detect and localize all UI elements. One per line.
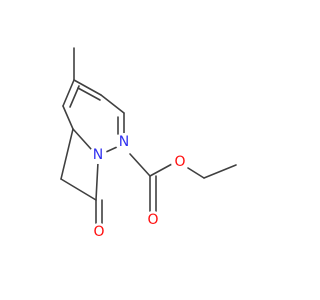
bonds xyxy=(60,47,237,225)
bond-n1-c8a xyxy=(72,128,92,150)
bond-c7-n1 xyxy=(95,161,99,201)
bond-ccarb-oester xyxy=(149,163,173,177)
atom-o-ester: O xyxy=(171,153,189,171)
bond-c3-c4 xyxy=(62,79,75,107)
bond-c4-c5-double xyxy=(77,87,101,101)
atom-n1-label: N xyxy=(93,147,103,163)
structure-diagram: N N O O O xyxy=(60,47,237,241)
bond-c8a-c8 xyxy=(60,128,74,180)
atom-o-carbonyl: O xyxy=(144,211,162,229)
atom-n2: N xyxy=(115,133,133,151)
bond-c3-c4-double xyxy=(69,85,80,108)
molecule-canvas: N N O O O xyxy=(60,47,237,241)
bond-n2-n1 xyxy=(105,146,118,153)
atom-o-ketone: O xyxy=(90,223,108,241)
bond-n2-ccarb xyxy=(129,153,151,177)
atom-labels: N N O O O xyxy=(89,133,189,241)
bond-c8-c7 xyxy=(60,178,97,201)
atom-n1: N xyxy=(89,146,107,164)
atom-o-carbonyl-label: O xyxy=(147,212,158,228)
atom-o-ester-label: O xyxy=(174,154,185,170)
atom-n2-label: N xyxy=(119,134,129,150)
atom-o-ketone-label: O xyxy=(93,224,104,240)
bond-ch2-ch3 xyxy=(203,164,237,179)
bond-oester-ch2 xyxy=(187,167,205,179)
bond-c4-c5 xyxy=(73,79,102,96)
bond-c8a-c3 xyxy=(62,105,74,130)
bond-c5-c6 xyxy=(100,94,125,114)
